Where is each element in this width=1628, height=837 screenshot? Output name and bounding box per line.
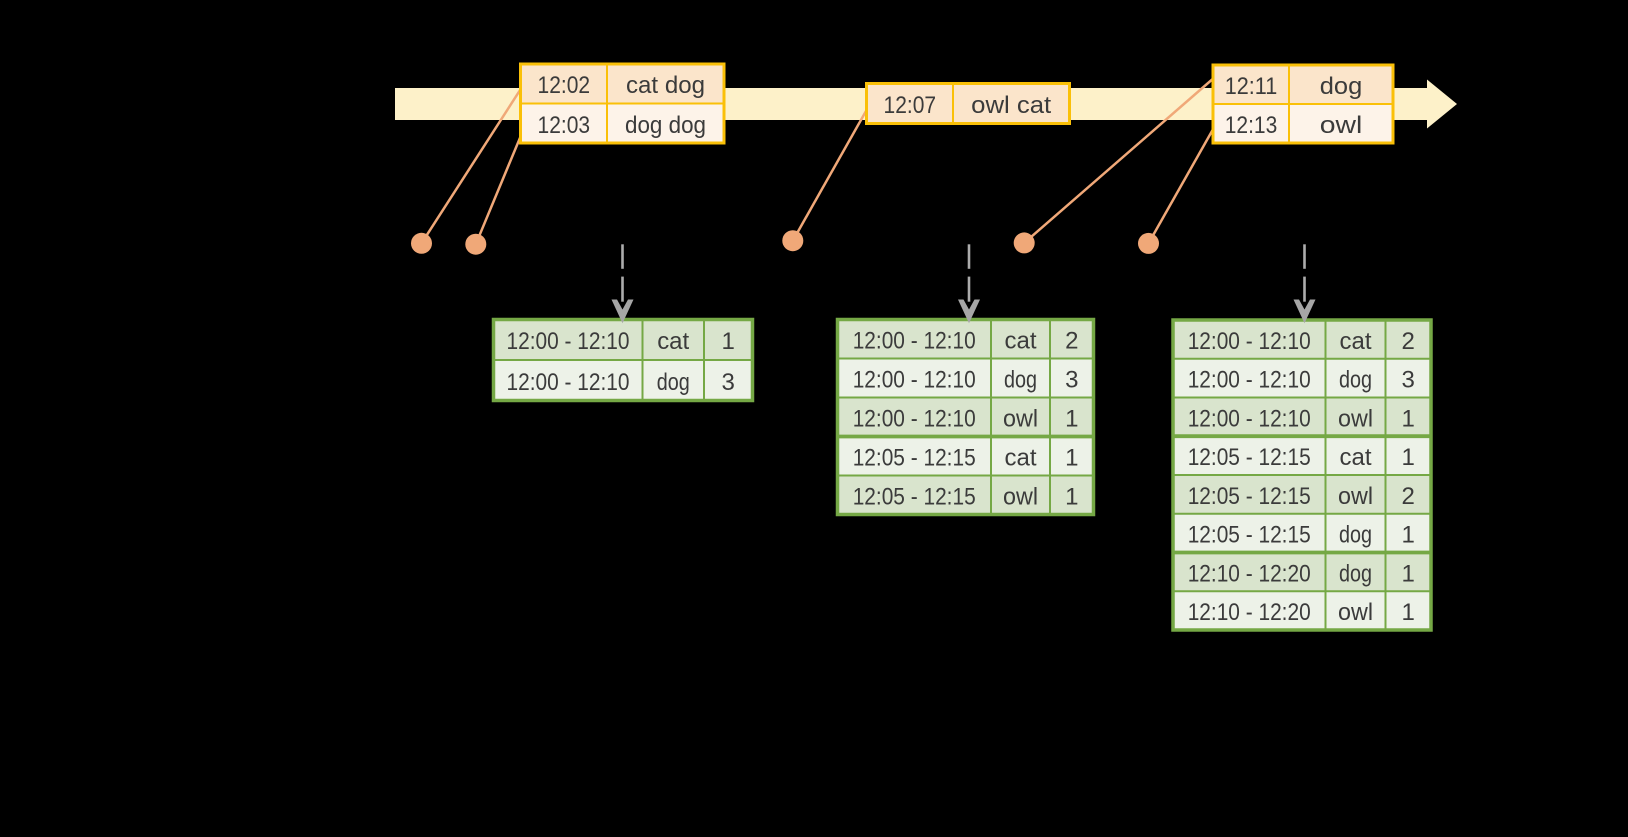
svg-text:12:00 - 12:10: 12:00 - 12:10: [853, 367, 976, 394]
svg-text:2: 2: [1402, 483, 1415, 510]
svg-text:12:00 - 12:10: 12:00 - 12:10: [1188, 405, 1311, 432]
svg-text:12:05 - 12:15: 12:05 - 12:15: [1188, 522, 1311, 549]
svg-text:2: 2: [1402, 328, 1415, 355]
svg-text:1: 1: [1065, 406, 1078, 433]
svg-text:cat: cat: [1005, 328, 1037, 355]
svg-text:1: 1: [1402, 522, 1415, 549]
svg-text:3: 3: [1065, 367, 1078, 394]
svg-text:cat: cat: [1340, 328, 1372, 355]
svg-text:owl: owl: [1338, 599, 1373, 626]
svg-text:dog: dog: [1004, 367, 1037, 394]
svg-text:1: 1: [1402, 599, 1415, 626]
svg-text:cat: cat: [657, 328, 689, 355]
svg-text:dog: dog: [1339, 560, 1372, 587]
svg-text:12:00 - 12:10: 12:00 - 12:10: [1188, 367, 1311, 394]
svg-text:12:10 - 12:20: 12:10 - 12:20: [1188, 599, 1311, 626]
svg-text:3: 3: [1402, 367, 1415, 394]
svg-text:12:07: 12:07: [884, 92, 937, 119]
svg-text:12:11: 12:11: [1225, 73, 1278, 100]
svg-text:12:05 - 12:15: 12:05 - 12:15: [1188, 483, 1311, 510]
svg-text:12:03: 12:03: [538, 112, 591, 139]
svg-text:1: 1: [1065, 445, 1078, 472]
svg-text:12:00 - 12:10: 12:00 - 12:10: [853, 328, 976, 355]
svg-text:dog dog: dog dog: [625, 112, 706, 139]
svg-text:12:00 - 12:10: 12:00 - 12:10: [507, 328, 630, 355]
svg-text:cat dog: cat dog: [626, 72, 705, 99]
svg-text:dog: dog: [657, 369, 690, 396]
svg-text:1: 1: [1402, 560, 1415, 587]
svg-text:owl: owl: [1320, 112, 1363, 139]
svg-text:12:00 - 12:10: 12:00 - 12:10: [853, 406, 976, 433]
svg-text:12:00 - 12:10: 12:00 - 12:10: [1188, 328, 1311, 355]
svg-text:12:05 - 12:15: 12:05 - 12:15: [853, 445, 976, 472]
svg-text:12:10 - 12:20: 12:10 - 12:20: [1188, 560, 1311, 587]
svg-text:12:05 - 12:15: 12:05 - 12:15: [853, 484, 976, 511]
svg-text:owl: owl: [1338, 483, 1373, 510]
svg-text:12:00 - 12:10: 12:00 - 12:10: [507, 369, 630, 396]
svg-text:owl cat: owl cat: [971, 92, 1051, 119]
svg-text:1: 1: [1402, 444, 1415, 471]
svg-text:owl: owl: [1003, 406, 1038, 433]
svg-text:1: 1: [1402, 405, 1415, 432]
svg-text:cat: cat: [1340, 444, 1372, 471]
svg-text:12:05 - 12:15: 12:05 - 12:15: [1188, 444, 1311, 471]
svg-text:dog: dog: [1339, 367, 1372, 394]
svg-text:dog: dog: [1320, 73, 1363, 100]
svg-text:1: 1: [1065, 484, 1078, 511]
svg-text:12:13: 12:13: [1225, 112, 1278, 139]
svg-text:2: 2: [1065, 328, 1078, 355]
svg-text:3: 3: [722, 369, 735, 396]
svg-text:owl: owl: [1338, 405, 1373, 432]
svg-text:cat: cat: [1005, 445, 1037, 472]
svg-text:owl: owl: [1003, 484, 1038, 511]
svg-text:1: 1: [722, 328, 735, 355]
svg-text:12:02: 12:02: [538, 72, 591, 99]
svg-text:dog: dog: [1339, 522, 1372, 549]
